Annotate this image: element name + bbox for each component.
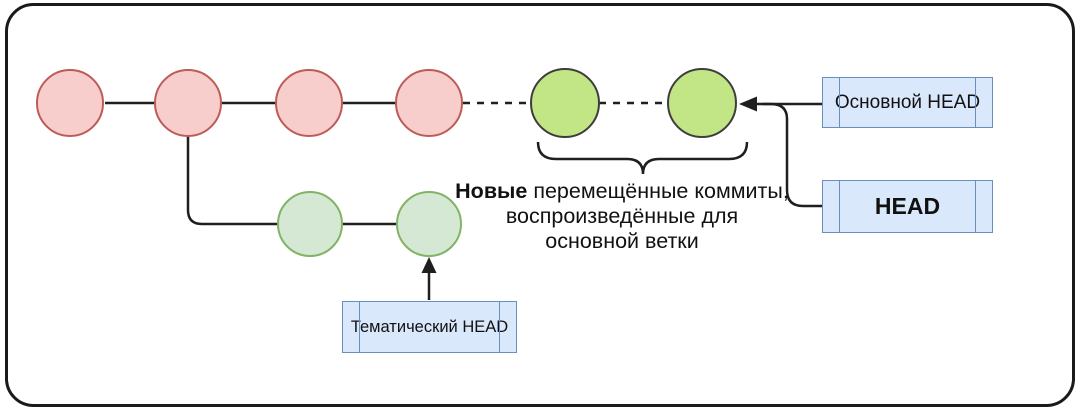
commit-main-2 (154, 69, 222, 137)
topic-head-label-box: Тематический HEAD (342, 301, 517, 353)
commit-rebased-1 (530, 68, 600, 138)
canvas-border (5, 3, 1075, 407)
commit-topic-1 (277, 191, 343, 257)
commit-main-3 (275, 69, 343, 137)
left-arrowhead-icon (739, 96, 757, 112)
head-arrow-curve (762, 102, 822, 208)
commit-main-1 (36, 69, 104, 137)
head-label: HEAD (874, 193, 941, 219)
caption-line-3: основной ветки (545, 229, 699, 253)
main-head-label: Основной HEAD (834, 91, 981, 113)
brace-icon (536, 141, 749, 175)
topic-branch-connector (186, 136, 278, 226)
caption-line-2: воспроизведённые для (505, 204, 739, 228)
rebase-caption: Новые перемещённые коммиты, воспроизведё… (452, 179, 792, 254)
caption-line-1-rest: перемещённые коммиты, (527, 179, 789, 203)
commit-topic-2 (396, 191, 462, 257)
caption-bold-word: Новые (455, 179, 528, 203)
main-head-label-box: Основной HEAD (822, 77, 993, 128)
head-label-box: HEAD (822, 180, 993, 233)
caption-line-1: Новые перемещённые коммиты, (452, 179, 792, 204)
topic-head-label: Тематический HEAD (350, 317, 509, 336)
up-arrowhead-icon (421, 257, 437, 273)
commit-main-4 (395, 69, 463, 137)
commit-rebased-2 (667, 68, 737, 138)
